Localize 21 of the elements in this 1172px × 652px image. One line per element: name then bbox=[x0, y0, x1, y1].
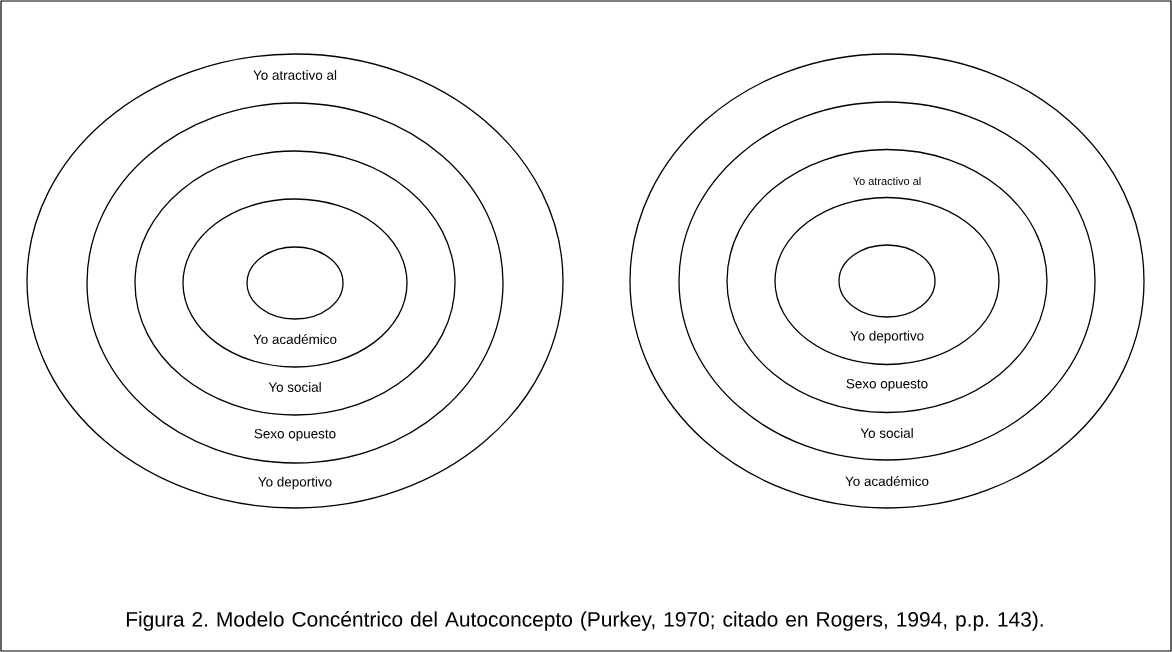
ring-ellipse bbox=[182, 198, 408, 368]
figure-caption: Figura 2. Modelo Concéntrico del Autoconcepto (Purkey, 1970; citado en Rogers, 1994, p.p. 143). bbox=[126, 611, 1043, 631]
ring-ellipse bbox=[134, 150, 456, 416]
ring-label: Yo deportivo bbox=[258, 476, 332, 490]
ring-label: Yo deportivo bbox=[850, 330, 924, 344]
ring-label: Yo atractivo al bbox=[253, 70, 337, 80]
ring-ellipse bbox=[678, 101, 1096, 461]
ring-ellipse bbox=[86, 102, 504, 464]
ring-label: Yo atractivo al bbox=[853, 177, 921, 185]
empty-ellipse bbox=[246, 246, 344, 320]
ring-label: Yo académico bbox=[253, 334, 337, 344]
ring-label: Yo social bbox=[860, 428, 913, 438]
empty-ellipse bbox=[838, 244, 936, 318]
ring-label: Sexo opuesto bbox=[254, 428, 336, 442]
ring-ellipse bbox=[774, 196, 1000, 366]
ring-ellipse bbox=[726, 148, 1048, 414]
ring-label: Yo académico bbox=[845, 475, 929, 486]
ring-ellipse bbox=[629, 53, 1145, 509]
ring-label: Sexo opuesto bbox=[846, 378, 928, 392]
ring-ellipse bbox=[26, 53, 564, 509]
ring-label: Yo social bbox=[268, 382, 321, 392]
